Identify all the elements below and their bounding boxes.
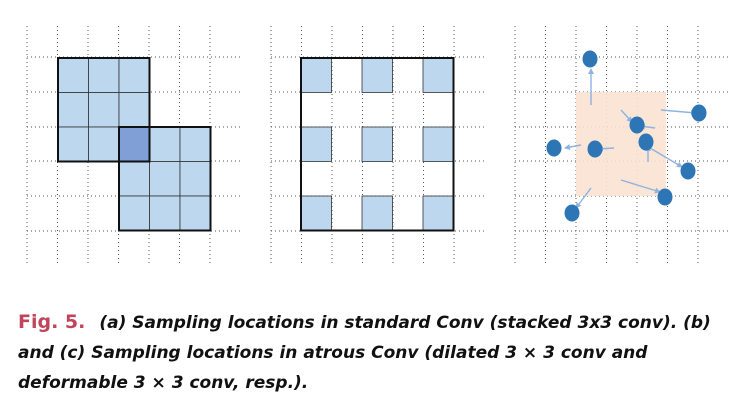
sampling-point	[680, 162, 696, 180]
sampling-cell	[57, 92, 89, 128]
sampling-cell	[361, 57, 393, 93]
sampling-cell	[88, 126, 120, 162]
sampling-cell	[422, 126, 454, 162]
sampling-cell	[118, 195, 150, 231]
sampling-cell	[88, 57, 120, 93]
sampling-cell	[179, 161, 211, 197]
sampling-cell	[300, 57, 332, 93]
sampling-cell	[300, 126, 332, 162]
sampling-point	[691, 104, 707, 122]
figure-diagram	[26, 26, 728, 266]
offset-arrow	[575, 187, 592, 209]
sampling-cell	[57, 126, 89, 162]
sampling-point	[629, 116, 645, 134]
figure-label: Fig. 5.	[18, 311, 86, 333]
sampling-cell	[149, 126, 181, 162]
sampling-cell	[118, 161, 150, 197]
offset-arrow	[660, 109, 697, 116]
panel-atrous-conv	[270, 26, 484, 266]
overlap-cell	[118, 126, 150, 162]
sampling-cell	[422, 57, 454, 93]
sampling-cell	[118, 92, 150, 128]
sampling-point	[638, 133, 654, 151]
sampling-cell	[300, 195, 332, 231]
offset-arrow	[564, 144, 582, 151]
sampling-cell	[361, 126, 393, 162]
offset-arrow	[649, 147, 683, 168]
sampling-cell	[149, 161, 181, 197]
sampling-point	[587, 140, 603, 158]
sampling-point	[564, 204, 580, 222]
sampling-point	[657, 188, 673, 206]
receptive-field-outline	[300, 57, 455, 232]
sampling-point	[546, 139, 562, 157]
sampling-cell	[422, 195, 454, 231]
sampling-cell	[88, 92, 120, 128]
figure-caption: Fig. 5.(a) Sampling locations in standar…	[18, 307, 718, 398]
panel-standard-conv	[26, 26, 240, 266]
sampling-point	[582, 50, 598, 68]
offset-arrow	[620, 109, 633, 123]
panel-deformable-conv	[514, 26, 728, 266]
sampling-cell	[179, 195, 211, 231]
sampling-cell	[57, 57, 89, 93]
caption-text: (a) Sampling locations in standard Conv …	[18, 313, 711, 393]
sampling-cell	[361, 195, 393, 231]
offset-arrow	[620, 179, 661, 194]
kernel-outline	[118, 126, 212, 232]
sampling-cell	[118, 57, 150, 93]
kernel-outline	[57, 57, 151, 163]
sampling-cell	[149, 195, 181, 231]
sampling-cell	[179, 126, 211, 162]
